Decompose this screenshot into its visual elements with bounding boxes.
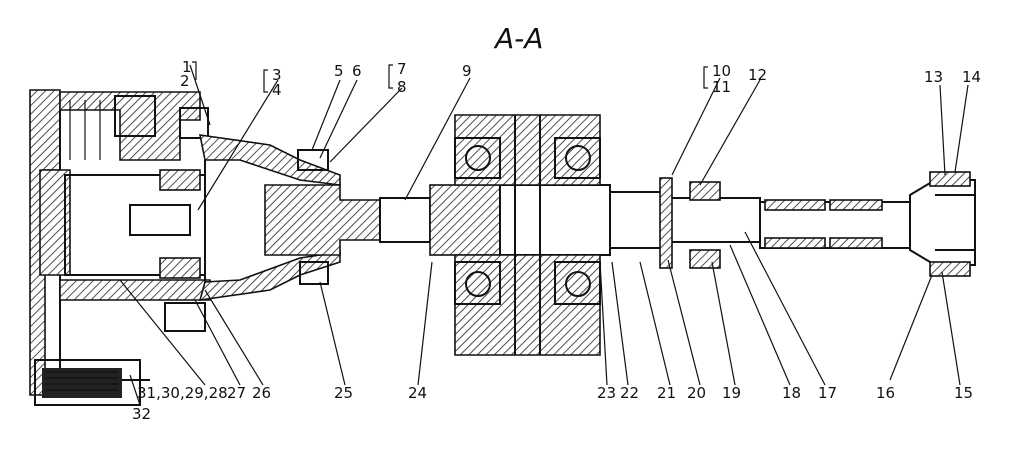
- callout-labels: 1 2 3 4 5 6 7 8 9 10 11 12 13 14 15 16 1…: [132, 58, 981, 423]
- callout-32: 32: [132, 405, 151, 423]
- callout-16: 16: [876, 384, 895, 402]
- callout-4: 4: [272, 81, 282, 99]
- flange-coupling: [659, 177, 721, 269]
- callout-8: 8: [397, 78, 407, 96]
- callout-14: 14: [962, 68, 981, 86]
- callout-6: 6: [352, 62, 362, 80]
- bearing-support: [454, 114, 601, 356]
- callout-18: 18: [782, 384, 801, 402]
- callout-10: 10: [712, 62, 731, 80]
- callout-19: 19: [722, 384, 741, 402]
- callout-13: 13: [924, 68, 943, 86]
- callout-27: 27: [227, 384, 246, 402]
- callout-7: 7: [397, 60, 407, 78]
- callout-17: 17: [818, 384, 837, 402]
- callout-24: 24: [408, 384, 427, 402]
- section-title: A-A: [493, 22, 543, 55]
- callout-20: 20: [687, 384, 706, 402]
- callout-11: 11: [712, 78, 731, 96]
- left-housing: [29, 89, 211, 406]
- callout-5: 5: [334, 62, 344, 80]
- callout-3: 3: [272, 66, 282, 84]
- input-coupling: [64, 107, 209, 332]
- callout-21: 21: [657, 384, 676, 402]
- callout-25: 25: [334, 384, 353, 402]
- callout-12: 12: [748, 66, 767, 84]
- callout-2: 2: [180, 72, 190, 90]
- callout-22: 22: [620, 384, 639, 402]
- callout-1: 1: [182, 58, 192, 76]
- callout-31-30-29-28: 31,30,29,28: [137, 384, 228, 402]
- right-joint: [909, 171, 976, 277]
- callout-15: 15: [954, 384, 973, 402]
- callout-9: 9: [462, 62, 472, 80]
- callout-brackets: [192, 61, 708, 93]
- main-shaft: [264, 184, 911, 256]
- leader-lines: [119, 64, 969, 406]
- callout-26: 26: [252, 384, 271, 402]
- callout-23: 23: [597, 384, 616, 402]
